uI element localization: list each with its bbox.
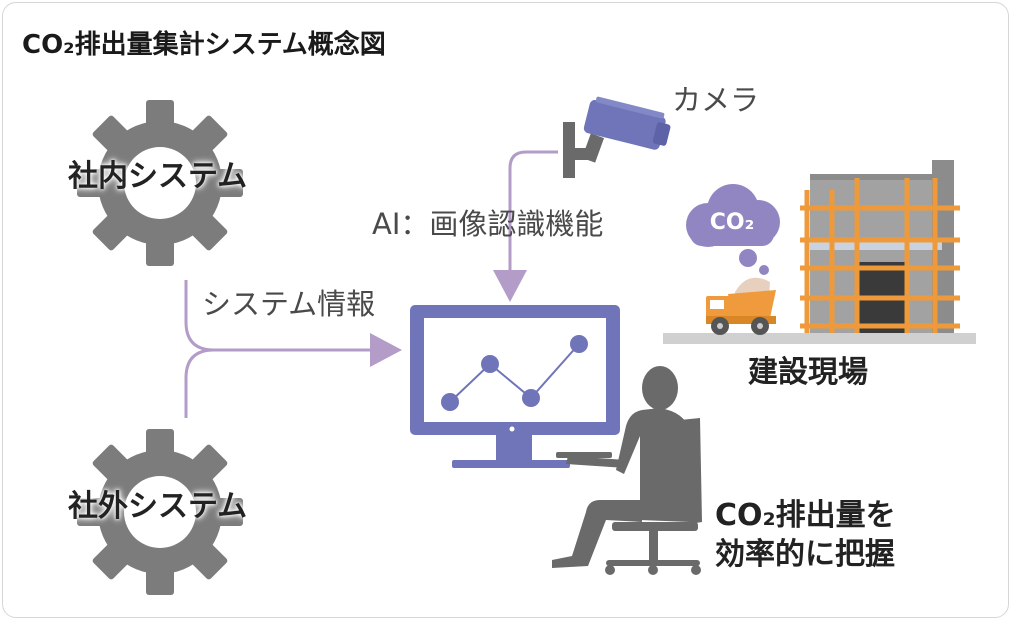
chart-point xyxy=(570,335,588,353)
page-title: CO₂排出量集計システム概念図 xyxy=(22,30,386,60)
camera-label: カメラ xyxy=(672,83,760,117)
outcome-line-1: CO₂排出量を xyxy=(715,498,896,533)
dump-truck-icon xyxy=(706,277,776,335)
system-info-arrowhead xyxy=(370,333,402,367)
gear-icon-internal xyxy=(77,100,243,266)
gear-icon-external xyxy=(77,429,243,595)
scaffold-icon xyxy=(800,178,960,333)
outcome-line-2: 効率的に把握 xyxy=(715,537,895,572)
keyboard-icon xyxy=(556,452,612,458)
construction-site-label: 建設現場 xyxy=(748,355,868,390)
chart-point xyxy=(481,355,499,373)
system-info-label: システム情報 xyxy=(202,287,376,321)
co2-cloud-label: CO₂ xyxy=(710,210,754,235)
co2-cloud-icon xyxy=(686,184,780,275)
camera-flow-arrow xyxy=(508,150,558,272)
ai-function-label: AI：画像認識機能 xyxy=(372,207,604,241)
chart-point xyxy=(441,393,459,411)
outcome-label: CO₂排出量を 効率的に把握 xyxy=(715,496,896,574)
external-system-label: 社外システム xyxy=(68,489,248,524)
system-info-flow-arrow xyxy=(184,280,372,418)
camera-icon xyxy=(563,96,671,178)
camera-arrowhead xyxy=(493,270,527,302)
internal-system-label: 社内システム xyxy=(68,159,248,194)
ground-strip xyxy=(663,333,976,344)
person-icon xyxy=(552,366,702,575)
trend-chart xyxy=(441,335,588,411)
chart-point xyxy=(522,389,540,407)
monitor-icon xyxy=(410,305,620,468)
